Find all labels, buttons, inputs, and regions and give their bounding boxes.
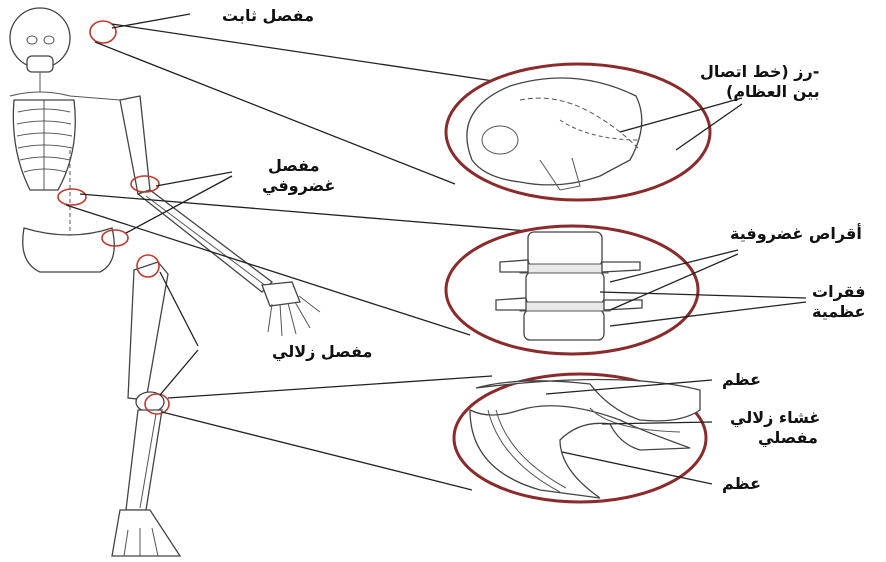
rib-cage: [13, 100, 75, 190]
label-vertebrae: فقرات: [812, 282, 866, 302]
label-suture-2: بين العظام): [726, 82, 820, 102]
foot: [112, 510, 180, 556]
tibia: [126, 410, 162, 510]
label-fixed-joint: مفصل ثابت: [222, 6, 314, 26]
hand: [262, 282, 320, 336]
femur: [128, 262, 168, 400]
label-synovial-membrane: غشاء زلالي: [730, 408, 820, 428]
pelvis: [23, 228, 115, 272]
label-synovial-joint: مفصل زلالي: [272, 342, 372, 362]
clavicle: [10, 92, 120, 100]
spine-joint-marker: [58, 189, 86, 205]
magnifier-synovial: [454, 374, 706, 502]
label-bone-top: عظم: [722, 370, 761, 390]
magnifier-skull: [446, 64, 710, 200]
label-synovial-membrane-2: مفصلي: [758, 428, 818, 448]
jaw: [27, 56, 53, 72]
label-suture: -رز (خط اتصال: [700, 62, 819, 82]
magnifier-spine: [446, 226, 698, 354]
label-cartilage-discs: أقراص غضروفية: [730, 224, 862, 244]
label-cartilaginous-joint: مفصل: [268, 156, 319, 176]
label-vertebrae-2: عظمية: [812, 302, 865, 322]
label-bone-bottom: عظم: [722, 474, 761, 494]
label-cartilaginous-joint-2: غضروفي: [262, 176, 335, 196]
